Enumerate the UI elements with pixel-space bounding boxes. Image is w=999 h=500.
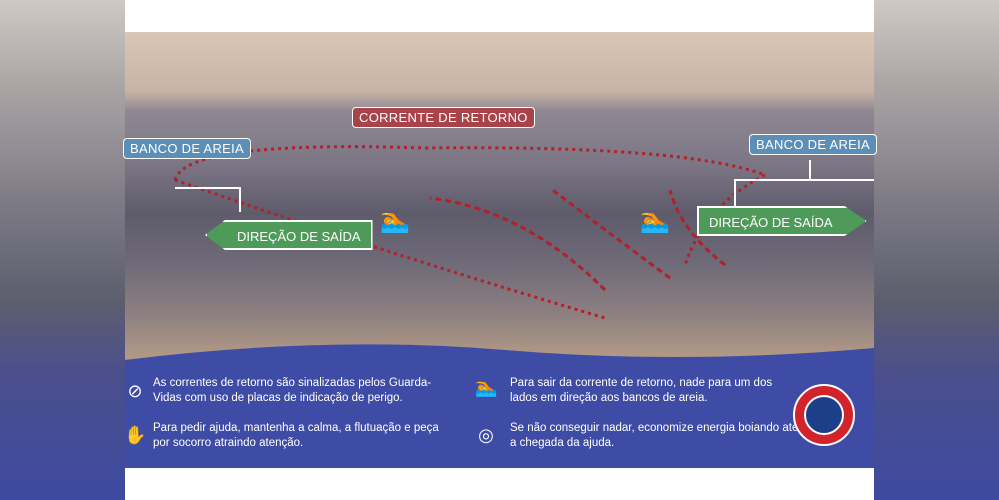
tip-text: Se não conseguir nadar, economize energi… — [510, 422, 799, 449]
exit-left-arrow: DIREÇÃO DE SAÍDA — [205, 220, 373, 250]
swimmer-icon: 🏊 — [475, 377, 498, 397]
beach-photo — [125, 32, 874, 362]
swimmer-icon: 🏊 — [380, 207, 410, 234]
no-swimming-icon: ⊘ — [127, 381, 143, 401]
exit-right-arrow: DIREÇÃO DE SAÍDA — [697, 206, 867, 236]
sandbar-right-label: BANCO DE AREIA — [749, 134, 878, 155]
current-paths — [173, 145, 874, 320]
raised-hand-icon: ✋ — [124, 425, 147, 445]
tip-text: Para pedir ajuda, mantenha a calma, a fl… — [153, 422, 439, 449]
lifebuoy-icon: ◎ — [478, 425, 494, 445]
tip-text: Para sair da corrente de retorno, nade p… — [510, 377, 773, 404]
tip-text: As correntes de retorno são sinalizadas … — [153, 377, 432, 404]
blue-panel — [125, 344, 874, 468]
swimmer-icon: 🏊 — [640, 207, 670, 234]
fire-department-logo — [793, 384, 855, 446]
sandbar-left-label: BANCO DE AREIA — [123, 138, 252, 159]
rip-current-label: CORRENTE DE RETORNO — [352, 107, 535, 128]
infographic: CORRENTE DE RETORNO BANCO DE AREIA BANCO… — [123, 0, 878, 500]
